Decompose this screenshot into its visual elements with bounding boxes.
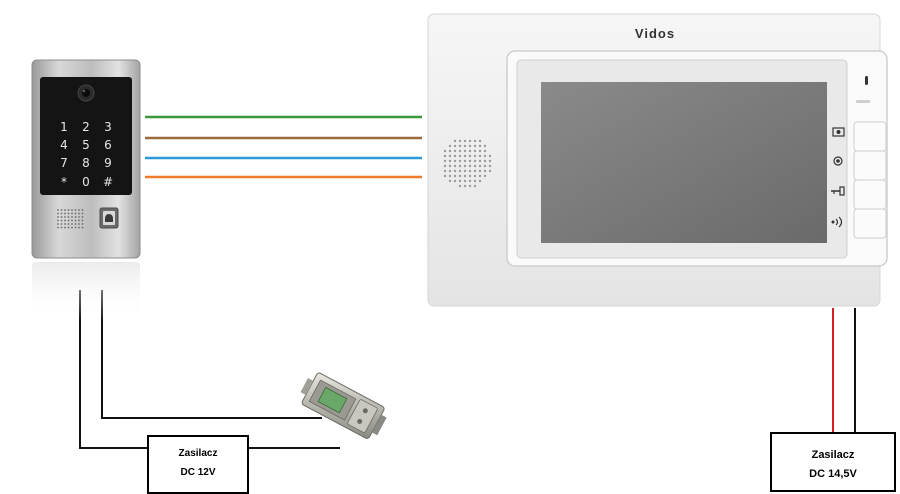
monitor-button-3[interactable] (853, 179, 887, 210)
status-bar (856, 100, 870, 103)
keypad-key[interactable]: 6 (104, 138, 112, 152)
psu-left-line2: DC 12V (180, 467, 215, 478)
keypad-key[interactable]: 9 (104, 156, 112, 170)
keypad-key[interactable]: # (103, 175, 113, 189)
record-icon (833, 156, 843, 166)
keypad-glass (40, 77, 132, 195)
power-supply-right: Zasilacz DC 14,5V (770, 432, 896, 492)
keypad-key[interactable]: 7 (60, 156, 68, 170)
keypad-key[interactable]: 2 (82, 120, 90, 134)
psu-right-line1: Zasilacz (812, 449, 855, 461)
keypad-key[interactable]: 3 (104, 120, 112, 134)
monitor-brand: Vidos (635, 26, 675, 41)
talk-icon (831, 216, 843, 228)
monitor-buttons (831, 121, 887, 239)
camera-lens-icon (77, 84, 95, 102)
signal-wires (145, 115, 422, 179)
monitor-power-wires (832, 308, 856, 433)
keypad-key[interactable]: 4 (60, 138, 68, 152)
wire-panel-to-lock (101, 290, 322, 419)
speaker-grille-icon (57, 209, 84, 229)
monitor-button-4[interactable] (853, 208, 887, 239)
keypad-key[interactable]: 1 (60, 120, 68, 134)
lock-wires (79, 290, 340, 449)
speaker-grille-icon (443, 139, 492, 188)
psu-left-line1: Zasilacz (179, 448, 218, 459)
panel-reflection (32, 262, 140, 322)
monitor-button-2[interactable] (853, 150, 887, 181)
wire-panel-to-psu (79, 290, 148, 449)
unlock-key-icon (831, 186, 845, 196)
indoor-monitor: Vidos (427, 13, 888, 307)
mic-indicator (865, 76, 868, 85)
keypad-key[interactable]: * (61, 175, 67, 189)
monitor-button-1[interactable] (853, 121, 887, 152)
power-supply-left: Zasilacz DC 12V (147, 435, 249, 494)
bell-button-icon[interactable] (99, 207, 119, 229)
electric-strike-icon (300, 372, 387, 439)
keypad-key[interactable]: 8 (82, 156, 90, 170)
monitor-screen (541, 82, 827, 243)
psu-right-line2: DC 14,5V (809, 468, 857, 480)
keypad-key[interactable]: 0 (82, 175, 90, 189)
keypad-key[interactable]: 5 (82, 138, 90, 152)
monitor-view-icon (832, 127, 845, 137)
